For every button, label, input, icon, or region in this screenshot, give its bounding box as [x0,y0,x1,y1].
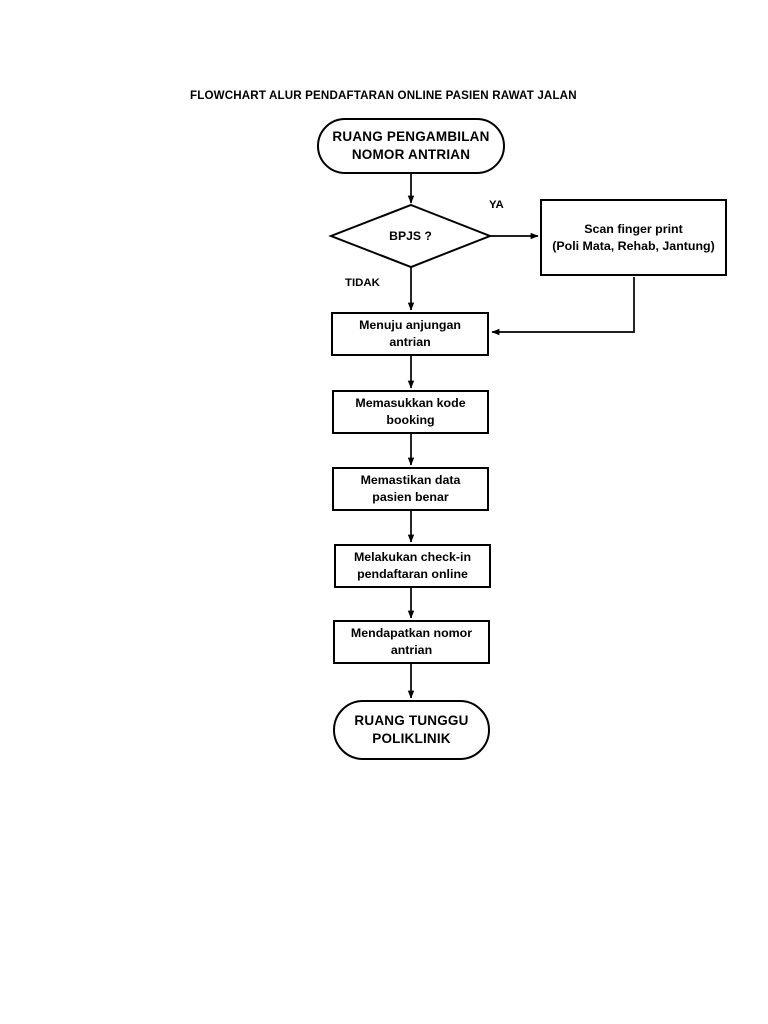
node-mendapatkan-nomor-antrian: Mendapatkan nomor antrian [333,620,490,664]
node-label: RUANG TUNGGU POLIKLINIK [354,712,469,746]
decision-diamond-shape [328,203,493,269]
node-decision-bpjs: BPJS ? [331,205,490,267]
node-label: Mendapatkan nomor antrian [350,626,473,657]
node-scan-finger-print: Scan finger print (Poli Mata, Rehab, Jan… [540,199,727,276]
node-label: Memasukkan kode booking [355,396,466,427]
node-label: Melakukan check-in pendaftaran online [353,550,472,581]
node-label: Menuju anjungan antrian [359,318,461,349]
node-melakukan-check-in: Melakukan check-in pendaftaran online [334,544,491,588]
node-menuju-anjungan-antrian: Menuju anjungan antrian [331,312,489,356]
edge-label-tidak: TIDAK [345,277,380,289]
node-memastikan-data-pasien-benar: Memastikan data pasien benar [332,467,489,511]
node-start-ruang-pengambilan: RUANG PENGAMBILAN NOMOR ANTRIAN [317,118,505,174]
node-end-ruang-tunggu-poliklinik: RUANG TUNGGU POLIKLINIK [333,700,490,760]
node-label: Scan finger print (Poli Mata, Rehab, Jan… [552,221,715,253]
node-label: BPJS ? [389,229,432,243]
page-title: FLOWCHART ALUR PENDAFTARAN ONLINE PASIEN… [190,89,577,102]
node-memasukkan-kode-booking: Memasukkan kode booking [332,390,489,434]
node-label: Memastikan data pasien benar [360,473,461,504]
node-label: RUANG PENGAMBILAN NOMOR ANTRIAN [332,128,490,162]
edge-label-ya: YA [489,199,504,211]
